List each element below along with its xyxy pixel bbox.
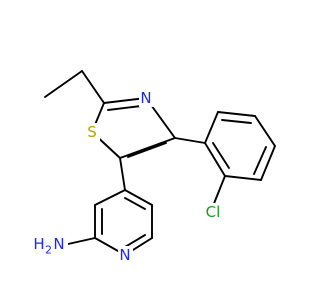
amino-subscript: 2 — [45, 244, 52, 257]
bond-c4-c5 — [119, 137, 176, 159]
bond-ph3 — [254, 115, 276, 147]
atom-sulfur: S — [87, 123, 97, 141]
bond-c4-c5-double — [127, 142, 167, 158]
bonds — [44, 70, 276, 256]
bond-py4-double — [124, 234, 146, 248]
bond-py1 — [94, 189, 126, 206]
bond-ph4 — [260, 145, 276, 181]
atom-chlorine: Cl — [206, 203, 221, 221]
bond-ph2-double — [221, 119, 252, 124]
bond-c2-n3-double — [107, 105, 142, 111]
bond-ph2 — [217, 111, 256, 117]
bond-c2-nh2 — [67, 237, 96, 245]
bond-py6-double — [124, 197, 146, 210]
bond-ethyl-ch3 — [44, 70, 83, 98]
atom-amino: H 2 N — [33, 235, 64, 257]
bond-ph-cl — [212, 175, 226, 207]
bond-c5-pyridine — [119, 157, 126, 191]
bond-ph5 — [224, 175, 262, 181]
bond-ph4-double — [253, 146, 267, 175]
atom-labels: S N N Cl H 2 N — [30, 89, 225, 264]
structure-drawing: S N N Cl H 2 N — [30, 70, 276, 264]
amino-n: N — [53, 235, 64, 253]
atom-nitrogen-thiazole: N — [140, 89, 151, 107]
amino-h: H — [33, 235, 44, 253]
atom-nitrogen-pyridine: N — [119, 246, 130, 264]
bond-ph1 — [204, 111, 219, 144]
bond-c4-phenyl — [174, 137, 206, 144]
bond-ethyl-ch2 — [81, 70, 105, 104]
bond-py6 — [124, 189, 153, 206]
bond-ph6 — [204, 142, 226, 177]
bond-ph6-double — [212, 142, 230, 169]
